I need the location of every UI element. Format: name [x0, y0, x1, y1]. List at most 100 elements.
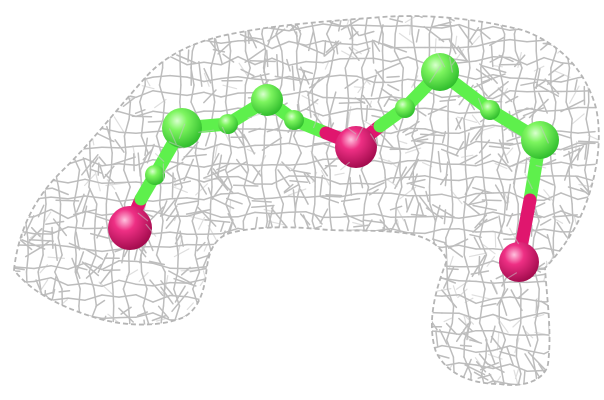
mesh-segment	[500, 298, 508, 316]
mesh-segment	[101, 163, 120, 167]
mesh-segment	[377, 203, 385, 222]
mesh-segment	[276, 53, 279, 77]
mesh-segment	[377, 186, 387, 205]
mesh-segment	[515, 356, 522, 375]
mesh-segment	[24, 245, 43, 258]
mesh-segment	[185, 208, 212, 215]
mesh-segment	[203, 39, 222, 44]
mesh-segment	[110, 152, 113, 171]
mesh-segment	[220, 107, 239, 112]
mesh-segment	[522, 107, 545, 117]
mesh-segment	[431, 238, 447, 244]
mesh-segment	[431, 21, 452, 28]
mesh-segment	[89, 232, 109, 239]
mesh-segment	[178, 123, 186, 139]
mesh-segment	[346, 169, 352, 188]
mesh-segment	[97, 252, 109, 273]
mesh-segment	[173, 248, 190, 258]
mesh-segment	[404, 147, 422, 154]
mesh-segment	[165, 214, 178, 229]
mesh-segment	[536, 83, 560, 97]
mesh-segment	[83, 247, 104, 260]
mesh-segment	[548, 63, 564, 76]
mesh-segment	[186, 164, 205, 168]
mesh-segment	[497, 153, 513, 172]
mesh-segment	[101, 146, 120, 149]
mesh-segment	[159, 200, 168, 217]
mesh-segment	[146, 143, 155, 164]
mesh-segment	[176, 235, 183, 256]
mesh-segment	[29, 228, 44, 239]
mesh-segment	[480, 33, 485, 52]
mesh-segment	[325, 152, 331, 171]
mesh-segment	[313, 33, 318, 52]
mesh-segment	[135, 110, 154, 118]
mesh-segment	[227, 33, 232, 52]
mesh-segment	[390, 24, 409, 28]
mesh-segment	[475, 313, 494, 320]
mesh-segment	[112, 156, 136, 166]
mesh-segment	[429, 101, 435, 120]
mesh-segment	[187, 215, 207, 222]
mesh-segment	[95, 299, 106, 308]
mesh-segment	[458, 294, 477, 305]
mesh-segment	[263, 208, 276, 213]
mesh-segment	[574, 141, 578, 153]
mesh-segment	[377, 16, 384, 35]
mesh-segment	[191, 220, 198, 239]
mesh-segment	[458, 140, 477, 151]
mesh-segment	[81, 247, 96, 253]
mesh-segment	[441, 143, 460, 151]
mesh-segment	[323, 39, 327, 57]
mesh-segment	[216, 154, 223, 178]
mesh-segment	[71, 257, 81, 279]
mesh-segment	[93, 237, 97, 256]
mesh-segment	[515, 373, 522, 386]
mesh-segment	[467, 50, 471, 69]
mesh-segment	[528, 98, 549, 119]
mesh-segment	[396, 135, 402, 154]
mesh-segment	[335, 40, 339, 55]
mesh-segment	[451, 48, 465, 66]
mesh-segment	[360, 169, 370, 188]
mesh-segment	[151, 314, 167, 322]
mesh-segment	[330, 50, 335, 69]
mesh-segment	[299, 188, 309, 205]
mesh-segment	[458, 154, 478, 165]
mesh-segment	[176, 54, 197, 64]
mesh-segment	[135, 312, 154, 318]
mesh-segment	[101, 260, 120, 271]
mesh-segment	[110, 271, 114, 290]
mesh-segment	[495, 375, 502, 385]
mesh-segment	[363, 219, 385, 224]
mesh-segment	[160, 280, 174, 297]
mesh-segment	[84, 178, 103, 185]
mesh-segment	[490, 335, 503, 351]
mesh-segment	[446, 152, 452, 171]
mesh-segment	[398, 140, 408, 145]
mesh-segment	[344, 50, 354, 69]
mesh-segment	[398, 32, 414, 44]
carbon-atom	[145, 165, 165, 185]
mesh-segment	[73, 203, 78, 222]
mesh-segment	[577, 163, 596, 167]
mesh-segment	[552, 217, 564, 224]
mesh-segment	[97, 162, 100, 176]
mesh-segment	[499, 351, 516, 357]
mesh-segment	[425, 190, 430, 203]
mesh-segment	[14, 265, 25, 271]
mesh-segment	[496, 331, 500, 351]
mesh-segment	[158, 186, 162, 205]
mesh-segment	[267, 28, 286, 42]
mesh-segment	[407, 232, 426, 235]
mesh-segment	[567, 220, 574, 239]
mesh-segment	[410, 183, 425, 189]
mesh-segment	[132, 145, 136, 157]
mesh-segment	[409, 19, 412, 36]
mesh-segment	[458, 24, 473, 45]
mesh-segment	[37, 204, 45, 218]
mesh-segment	[524, 173, 533, 190]
mesh-segment	[383, 43, 408, 53]
mesh-segment	[43, 211, 52, 224]
